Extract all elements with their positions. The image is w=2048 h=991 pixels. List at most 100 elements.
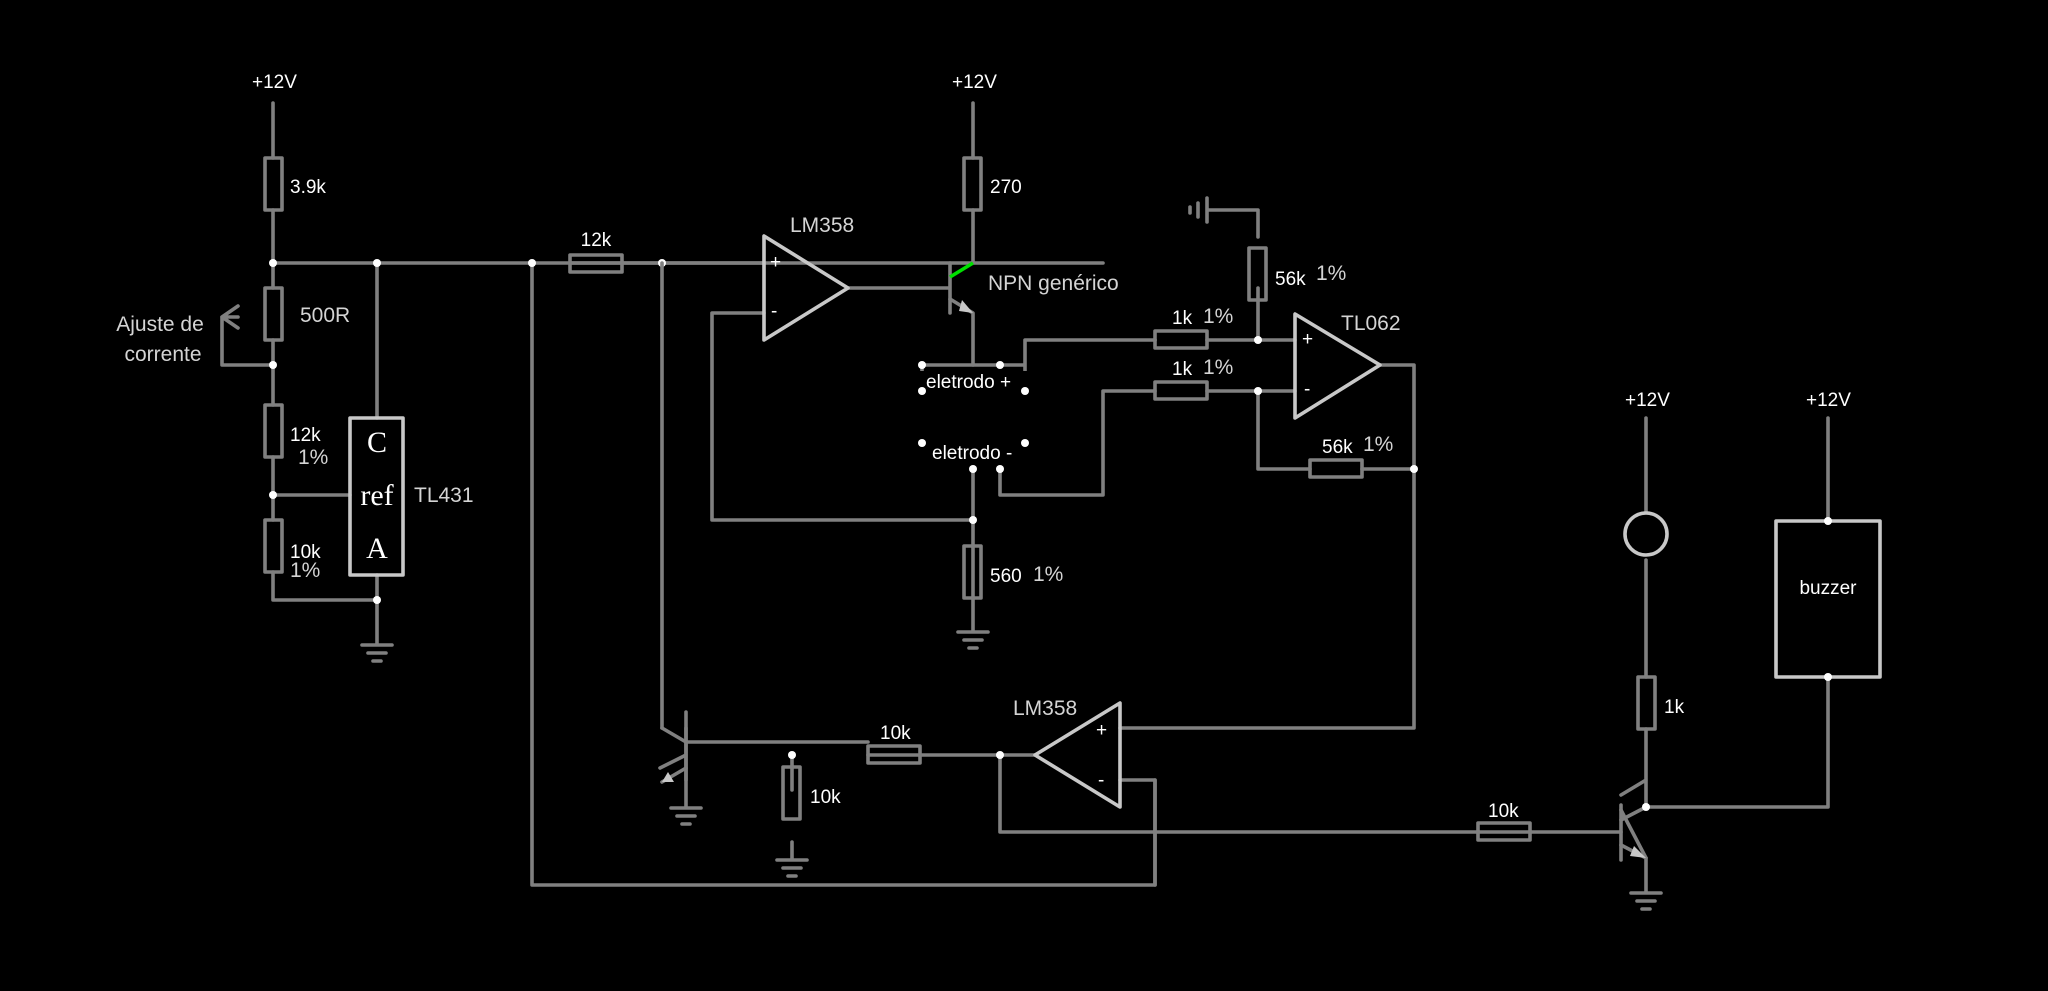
resistor-12k-div <box>263 403 284 459</box>
resistor-3k9-value: 3.9k <box>290 177 326 198</box>
npn-label: NPN genérico <box>988 272 1119 295</box>
resistor-12k-input-value: 12k <box>581 230 612 251</box>
resistor-56k-top <box>1247 246 1268 302</box>
junction-dot <box>918 387 926 395</box>
supply-label: +12V <box>1625 390 1670 411</box>
resistor-1k-a-value: 1k <box>1172 308 1193 329</box>
resistor-10k-shunt <box>781 765 802 821</box>
opamp-top-minus: - <box>771 301 777 322</box>
resistor-56k-top-tolerance: 1% <box>1316 262 1346 285</box>
resistor-56k-top-value: 56k <box>1275 269 1306 290</box>
resistor-560 <box>962 544 983 600</box>
npn-bottom-emitter-arrow <box>662 772 674 782</box>
junction-dot <box>788 751 796 759</box>
reference-section: +12V 3.9k 500R Ajuste de corrente 12k 1%… <box>116 72 1105 663</box>
opamp-top-plus: + <box>770 252 781 273</box>
junction-dot <box>1254 336 1262 344</box>
opamp-bottom-label: LM358 <box>1013 697 1077 720</box>
resistor-10k-shunt-value: 10k <box>810 787 841 808</box>
junction-dot <box>1021 387 1029 395</box>
resistor-10k-base <box>866 744 922 765</box>
junction-dot <box>918 361 926 369</box>
potentiometer-value: 500R <box>300 304 350 327</box>
resistor-56k-feedback <box>1308 458 1364 479</box>
potentiometer-label-1: Ajuste de <box>116 313 204 336</box>
junction-dot <box>1824 673 1832 681</box>
junction-dot <box>373 259 381 267</box>
resistor-1k-a-tolerance: 1% <box>1203 305 1233 328</box>
output-driver-section: 10k +12V 1k +12V buzzer <box>1476 390 1882 911</box>
supply-label: +12V <box>952 72 997 93</box>
tl431-pin-c: C <box>367 426 387 459</box>
resistor-270-value: 270 <box>990 177 1022 198</box>
resistor-56k-feedback-tolerance: 1% <box>1363 433 1393 456</box>
npn-emitter-arrow <box>959 300 973 313</box>
resistor-270 <box>962 156 983 212</box>
npn-driver-emitter-arrow <box>1630 846 1646 858</box>
resistor-12k-div-value: 12k <box>290 425 321 446</box>
junction-dot <box>269 259 277 267</box>
junction-dot <box>996 465 1004 473</box>
junction-dot <box>269 491 277 499</box>
junction-dot <box>1824 517 1832 525</box>
opamp-bottom-minus: - <box>1098 770 1104 791</box>
resistor-10k-div-value: 10k <box>290 542 321 563</box>
npn-collector <box>949 261 974 279</box>
opamp-tl062-label: TL062 <box>1341 312 1401 335</box>
junction-dot <box>996 751 1004 759</box>
potentiometer-500r <box>263 286 284 342</box>
resistor-1k-b <box>1153 380 1209 401</box>
tl431-pin-ref: ref <box>360 479 393 512</box>
differential-amp-section: 1k 1% 1k 1% 56k 1% 56k 1% + - TL062 <box>1118 196 1418 730</box>
junction-dot <box>969 465 977 473</box>
junction-dot <box>1410 465 1418 473</box>
resistor-560-value: 560 <box>990 566 1022 587</box>
junction-dot <box>1254 387 1262 395</box>
resistor-1k-led-value: 1k <box>1664 697 1685 718</box>
resistor-10k-base-value: 10k <box>880 723 911 744</box>
junction-dot <box>269 361 277 369</box>
junction-dot <box>1021 439 1029 447</box>
junction-dot <box>969 516 977 524</box>
tl431-body <box>348 416 405 577</box>
opamp-lm358-top <box>762 234 850 342</box>
comparator-section: 10k 10k + - LM358 <box>658 261 1480 887</box>
tl431-pin-a: A <box>366 532 388 565</box>
supply-label: +12V <box>252 72 297 93</box>
buzzer <box>1774 519 1882 679</box>
resistor-3k9 <box>263 156 284 212</box>
resistor-560-tolerance: 1% <box>1033 563 1063 586</box>
junction-dot <box>1642 803 1650 811</box>
resistor-10k-driver-value: 10k <box>1488 801 1519 822</box>
opamp-lm358-bottom <box>1033 701 1122 809</box>
opamp-tl062 <box>1293 312 1382 420</box>
resistor-1k-a <box>1153 329 1209 350</box>
resistor-12k-div-tolerance: 1% <box>298 446 328 469</box>
resistor-56k-feedback-value: 56k <box>1322 437 1353 458</box>
electrode-plus-label: eletrodo + <box>926 372 1011 393</box>
resistor-10k-div-tolerance: 1% <box>290 559 320 582</box>
current-source-section: 12k + - LM358 +12V 270 NPN genérico elet… <box>528 72 1157 887</box>
supply-label: +12V <box>1806 390 1851 411</box>
buzzer-label: buzzer <box>1799 578 1857 599</box>
junction-dot <box>996 361 1004 369</box>
resistor-1k-led <box>1636 675 1657 731</box>
junction-dot <box>918 439 926 447</box>
opamp-tl062-plus: + <box>1302 329 1313 350</box>
potentiometer-label-2: corrente <box>124 343 201 366</box>
opamp-bottom-plus: + <box>1096 720 1107 741</box>
resistor-1k-b-value: 1k <box>1172 359 1193 380</box>
resistor-10k-div <box>263 518 284 574</box>
resistor-10k-driver <box>1476 821 1532 842</box>
opamp-top-label: LM358 <box>790 214 854 237</box>
tl431-label: TL431 <box>414 484 474 507</box>
electrode-minus-label: eletrodo - <box>932 443 1012 464</box>
indicator-lamp <box>1623 511 1669 557</box>
junction-dot <box>373 596 381 604</box>
resistor-1k-b-tolerance: 1% <box>1203 356 1233 379</box>
junction-dot <box>528 259 536 267</box>
electrode-plus-label-bg <box>917 371 1029 401</box>
resistor-12k-input <box>568 253 624 274</box>
opamp-tl062-minus: - <box>1304 379 1310 400</box>
